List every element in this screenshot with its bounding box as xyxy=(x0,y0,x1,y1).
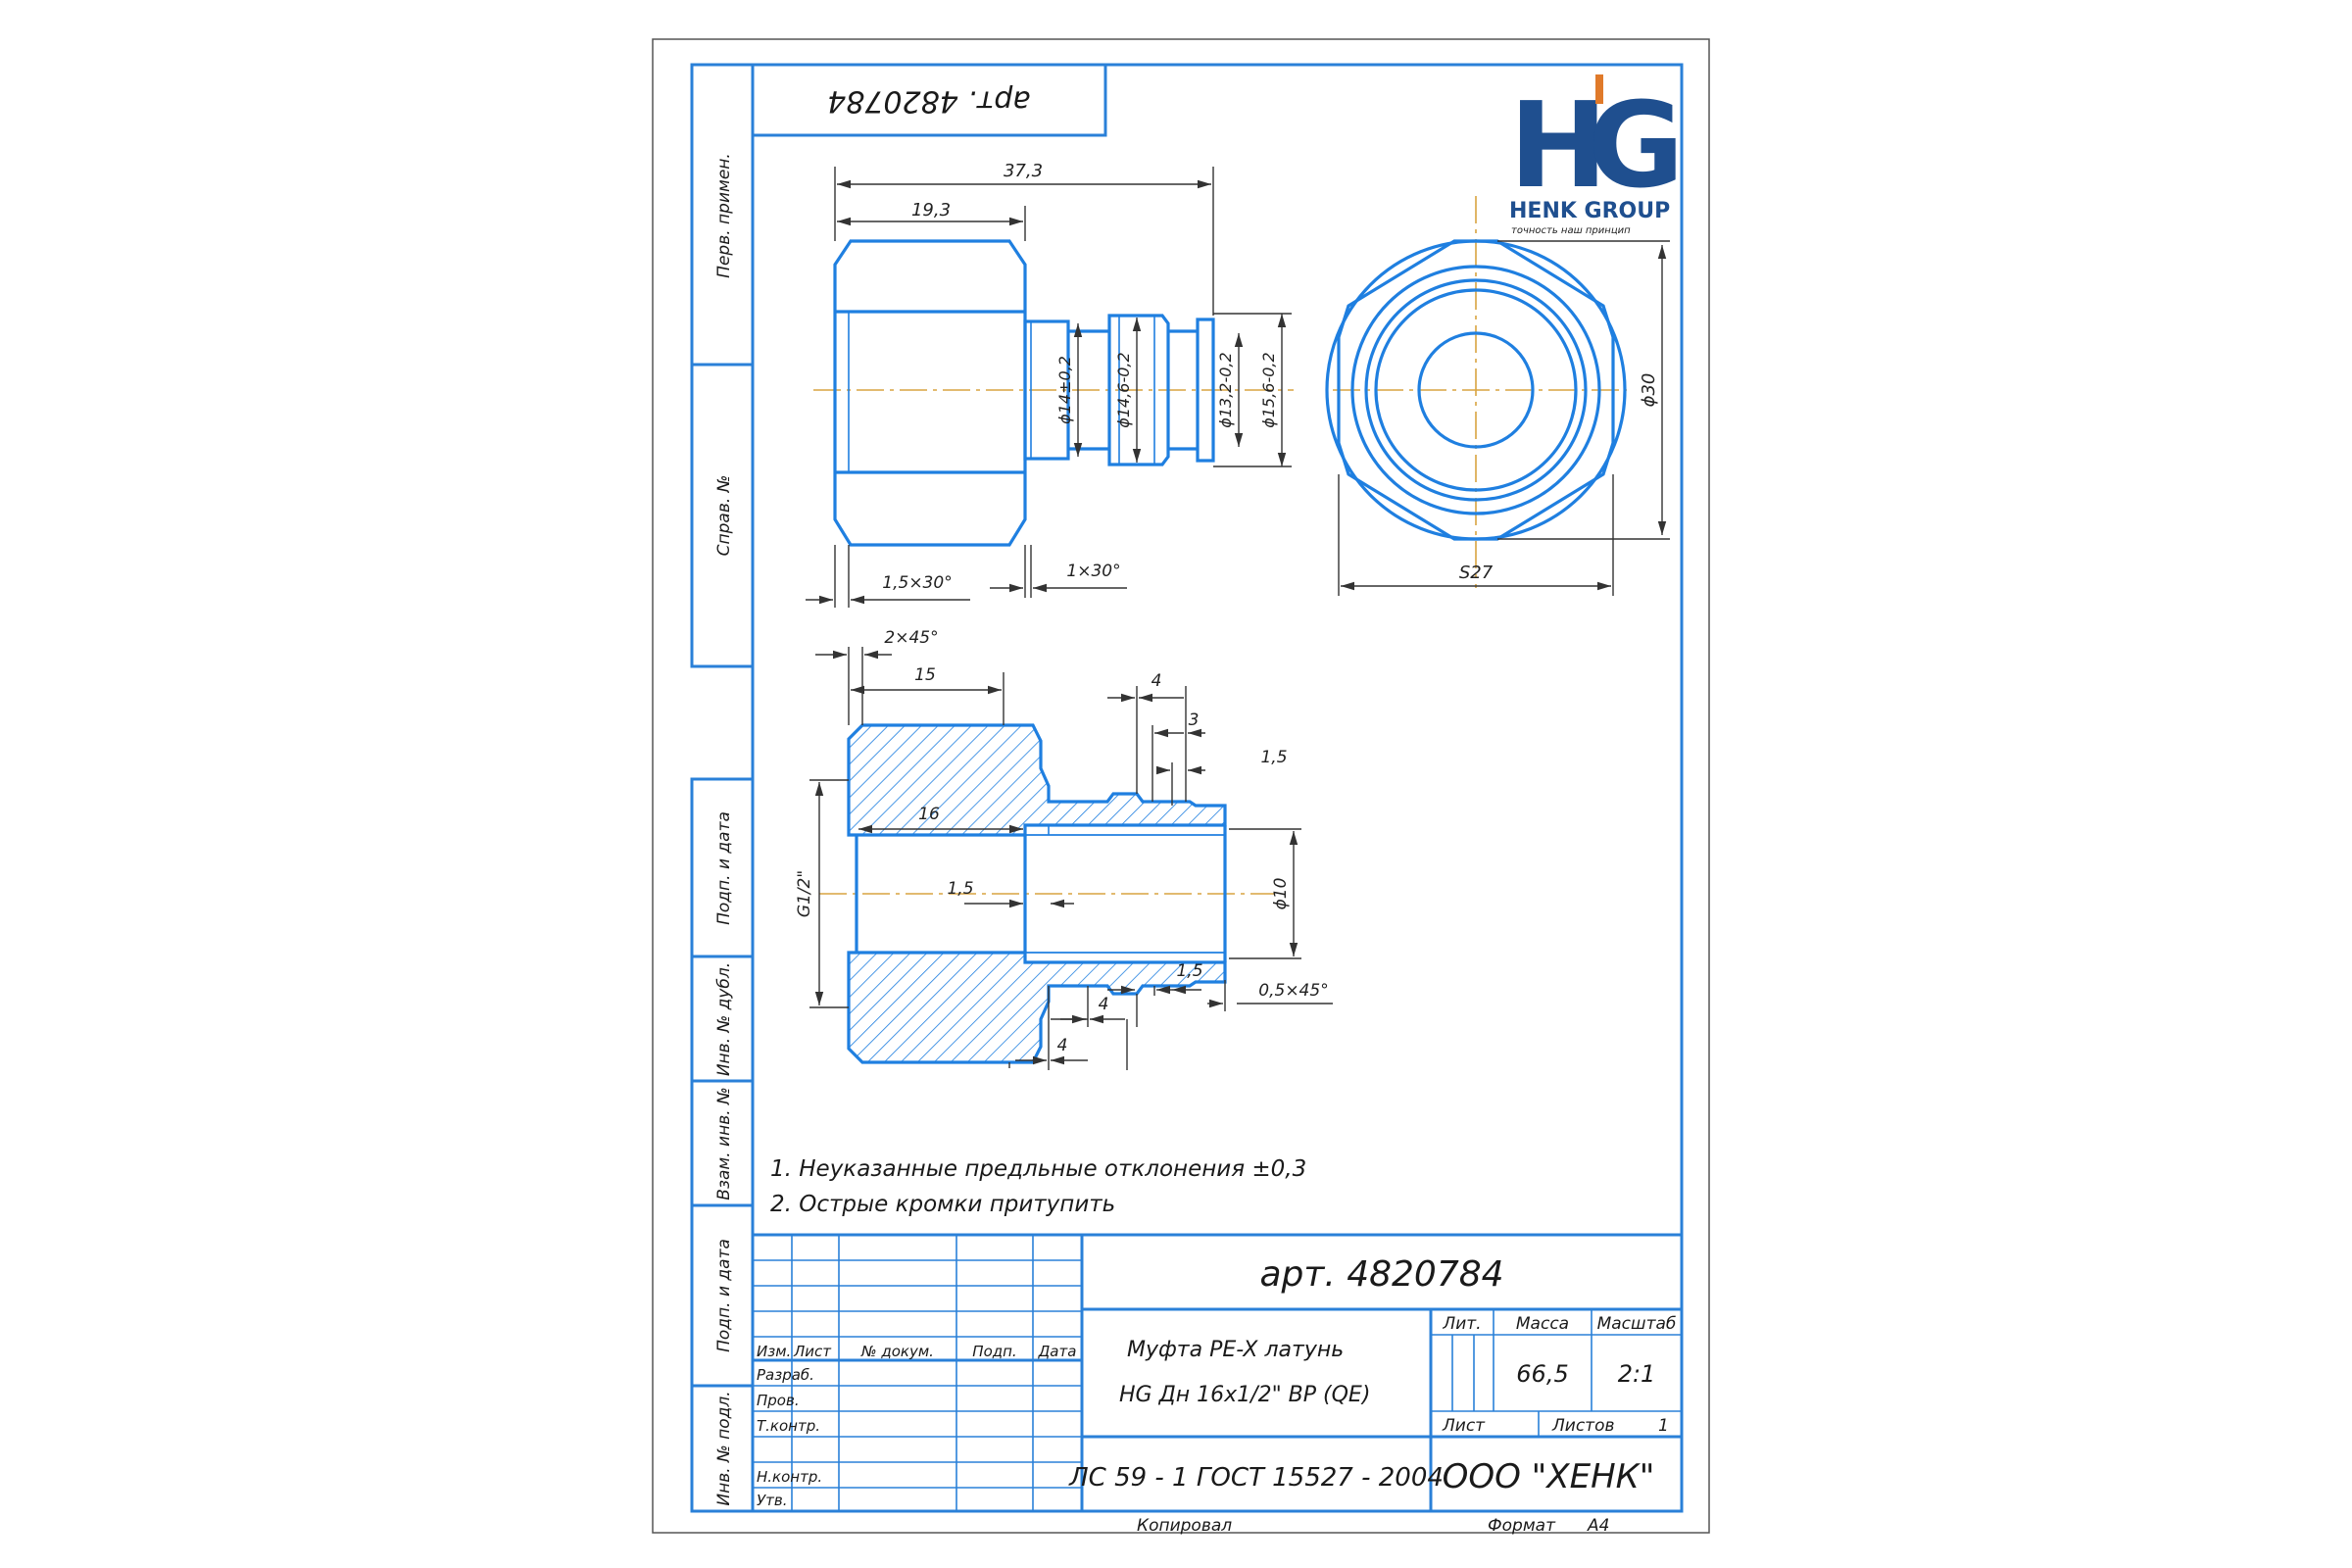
dim-d10: ϕ10 xyxy=(1271,878,1291,910)
dim-d14: ϕ14±0,2 xyxy=(1055,356,1074,424)
hdr-scale: Масштаб xyxy=(1597,1314,1677,1334)
logo-mark-h: H xyxy=(1509,78,1607,215)
hdr-doc: № докум. xyxy=(860,1343,934,1360)
section-view: 2×45° 15 4 3 1,5 16 1,5 G1/2" ϕ10 1,5 4 … xyxy=(795,628,1333,1070)
dim-ch-1-5: 1,5×30° xyxy=(882,573,952,593)
title-block-text: арт. 4820784 Муфта PE-X латунь HG Дн 16х… xyxy=(757,1254,1676,1536)
dim-l15: 15 xyxy=(914,665,936,685)
dim-19-3: 19,3 xyxy=(911,200,951,220)
logo-company: HENK GROUP xyxy=(1509,199,1670,223)
sheet-border xyxy=(652,38,1710,1534)
note-2: 2. Острые кромки притупить xyxy=(770,1192,1115,1217)
role-check: Пров. xyxy=(757,1392,800,1409)
logo-mark-g: G xyxy=(1588,78,1685,215)
dim-d15-6: ϕ15,6-0,2 xyxy=(1259,352,1278,427)
side-view: 37,3 19,3 ϕ14±0,2 ϕ14,6-0,2 ϕ13,2-0,2 ϕ1… xyxy=(806,161,1294,608)
side-label: Инв. № дубл. xyxy=(714,962,734,1076)
role-approve: Утв. xyxy=(757,1492,788,1509)
mass-value: 66,5 xyxy=(1516,1360,1568,1388)
title-block xyxy=(753,1233,1682,1511)
dim-l1-5a: 1,5 xyxy=(1260,748,1287,767)
dim-d14-6: ϕ14,6-0,2 xyxy=(1114,352,1133,427)
dim-d30: ϕ30 xyxy=(1639,373,1659,408)
material: ЛС 59 - 1 ГОСТ 15527 - 2004 xyxy=(1068,1463,1444,1493)
dim-ch-05: 0,5×45° xyxy=(1258,981,1328,1001)
hdr-lit: Лит. xyxy=(1442,1314,1481,1334)
dim-l4b: 4 xyxy=(1099,995,1109,1014)
dim-l4a: 4 xyxy=(1152,671,1162,691)
role-norm: Н.контр. xyxy=(757,1468,822,1486)
part-name-1: Муфта PE-X латунь xyxy=(1127,1338,1344,1362)
frame xyxy=(690,63,1684,1513)
dim-l4c: 4 xyxy=(1057,1036,1068,1055)
end-view: ϕ30 S27 xyxy=(1325,196,1670,596)
hdr-date: Дата xyxy=(1038,1343,1077,1360)
dim-l3: 3 xyxy=(1189,710,1200,730)
sheets-count: 1 xyxy=(1658,1416,1669,1436)
dim-l1-5c: 1,5 xyxy=(1176,961,1202,981)
side-label: Подп. и дата xyxy=(714,1239,734,1352)
side-label: Перв. примен. xyxy=(714,153,734,278)
company-name: ООО "ХЕНК" xyxy=(1443,1457,1655,1496)
logo-accent xyxy=(1595,74,1603,104)
art-rotated: арт. 4820784 xyxy=(827,84,1031,119)
role-tech: Т.контр. xyxy=(757,1417,820,1435)
notes: 1. Неуказанные предльные отклонения ±0,3… xyxy=(770,1156,1306,1217)
logo-slogan: точность наш принцип xyxy=(1511,225,1631,236)
dim-d13-2: ϕ13,2-0,2 xyxy=(1216,352,1235,427)
dim-l16: 16 xyxy=(918,805,940,824)
dim-37-3: 37,3 xyxy=(1004,161,1043,181)
footer-format-value: А4 xyxy=(1587,1516,1609,1536)
scale-value: 2:1 xyxy=(1618,1360,1656,1388)
side-label: Инв. № подл. xyxy=(714,1391,734,1505)
hdr-sheets: Листов xyxy=(1551,1416,1615,1436)
dim-g12: G1/2" xyxy=(795,870,814,917)
note-1: 1. Неуказанные предльные отклонения ±0,3 xyxy=(770,1156,1306,1182)
role-develop: Разраб. xyxy=(757,1366,814,1384)
side-labels: Перв. примен. Справ. № Подп. и дата Инв.… xyxy=(714,153,734,1505)
logo: H G HENK GROUP точность наш принцип xyxy=(1509,74,1685,236)
side-label: Справ. № xyxy=(714,475,734,557)
art-number: арт. 4820784 xyxy=(1259,1254,1503,1295)
footer-copied: Копировал xyxy=(1137,1516,1232,1536)
hdr-mass: Масса xyxy=(1516,1314,1569,1334)
side-label: Подп. и дата xyxy=(714,811,734,925)
footer-format: Формат xyxy=(1488,1516,1556,1536)
side-label: Взам. инв. № xyxy=(714,1087,734,1200)
dim-l1-5b: 1,5 xyxy=(947,879,973,899)
hdr-list: Лист xyxy=(793,1343,832,1360)
dim-ch-1: 1×30° xyxy=(1066,562,1120,581)
hdr-sign: Подп. xyxy=(972,1343,1016,1360)
hdr-sheet: Лист xyxy=(1442,1416,1486,1436)
dim-s27: S27 xyxy=(1459,563,1494,583)
part-name-2: HG Дн 16х1/2" ВР (QE) xyxy=(1119,1383,1370,1407)
dim-ch-2: 2×45° xyxy=(884,628,938,648)
hdr-izm: Изм. xyxy=(757,1343,791,1360)
